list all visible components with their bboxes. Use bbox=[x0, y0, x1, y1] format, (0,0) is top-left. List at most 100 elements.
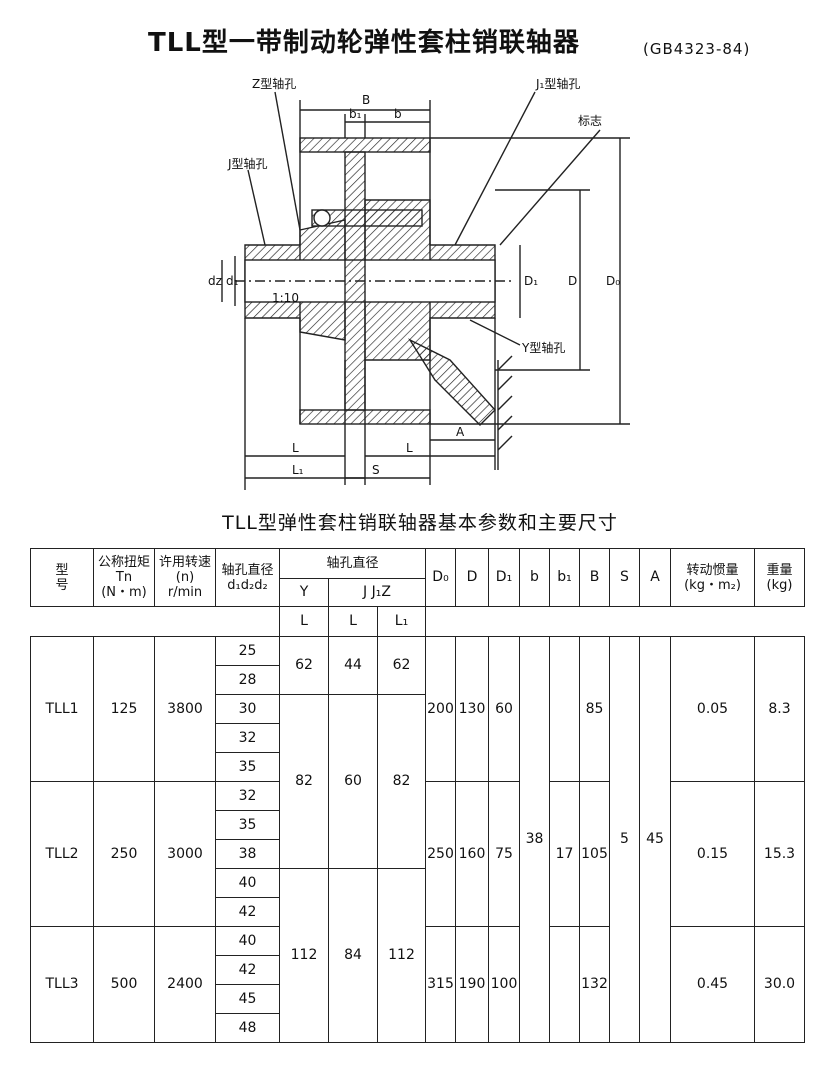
B-cell: 85 bbox=[579, 636, 610, 782]
torque-cell: 125 bbox=[93, 636, 155, 782]
inertia-cell: 0.15 bbox=[670, 781, 755, 927]
dim-d1: d₁ bbox=[226, 274, 239, 288]
diameter-cell: 32 bbox=[215, 723, 280, 753]
speed-cell: 2400 bbox=[154, 926, 216, 1043]
model-cell: TLL3 bbox=[30, 926, 94, 1043]
b-cell: 38 bbox=[519, 636, 550, 1043]
col-L-y: L bbox=[279, 606, 329, 637]
torque-cell: 250 bbox=[93, 781, 155, 927]
b1-cell bbox=[549, 926, 580, 1043]
diameter-cell: 38 bbox=[215, 839, 280, 869]
weight-cell: 8.3 bbox=[754, 636, 805, 782]
col-speed: 许用转速(n)r/min bbox=[154, 548, 216, 607]
dim-L-left: L bbox=[292, 441, 299, 455]
length-l1-cell: 82 bbox=[377, 694, 426, 869]
inertia-cell: 0.45 bbox=[670, 926, 755, 1043]
diameter-cell: 48 bbox=[215, 1013, 280, 1043]
diameter-cell: 40 bbox=[215, 926, 280, 956]
model-cell: TLL1 bbox=[30, 636, 94, 782]
model-cell: TLL2 bbox=[30, 781, 94, 927]
speed-cell: 3800 bbox=[154, 636, 216, 782]
j-bore-label: J型轴孔 bbox=[227, 156, 268, 171]
dim-L-right: L bbox=[406, 441, 413, 455]
diameter-cell: 25 bbox=[215, 636, 280, 666]
diameter-cell: 35 bbox=[215, 810, 280, 840]
length-y-cell: 112 bbox=[279, 868, 329, 1043]
b1-cell: 17 bbox=[549, 781, 580, 927]
mark-label: 标志 bbox=[578, 114, 602, 128]
D0-cell: 200 bbox=[425, 636, 456, 782]
diameter-cell: 35 bbox=[215, 752, 280, 782]
dim-A: A bbox=[456, 425, 465, 439]
col-D1: D₁ bbox=[488, 548, 520, 607]
dim-D0: D₀ bbox=[606, 274, 620, 288]
A-cell: 45 bbox=[639, 636, 671, 1043]
D0-cell: 315 bbox=[425, 926, 456, 1043]
dim-D: D bbox=[568, 274, 577, 288]
diameter-cell: 28 bbox=[215, 665, 280, 695]
col-D0: D₀ bbox=[425, 548, 456, 607]
length-j-cell: 60 bbox=[328, 694, 378, 869]
y-bore-label: Y型轴孔 bbox=[521, 340, 565, 355]
diameter-cell: 40 bbox=[215, 868, 280, 898]
D1-cell: 100 bbox=[488, 926, 520, 1043]
dim-L1: L₁ bbox=[292, 463, 304, 477]
col-D: D bbox=[455, 548, 489, 607]
z-bore-label: Z型轴孔 bbox=[252, 76, 296, 91]
col-L1: L₁ bbox=[377, 606, 426, 637]
diameter-cell: 42 bbox=[215, 955, 280, 985]
table-title: TLL型弹性套柱销联轴器基本参数和主要尺寸 bbox=[222, 512, 618, 534]
col-model: 型 号 bbox=[30, 548, 94, 607]
coupling-drawing: Z型轴孔 J₁型轴孔 标志 J型轴孔 Y型轴孔 B b₁ b D D₀ D₁ d… bbox=[208, 76, 630, 490]
standard-code: (GB4323-84) bbox=[643, 40, 751, 58]
length-y-cell: 82 bbox=[279, 694, 329, 869]
dim-D1: D₁ bbox=[524, 274, 538, 288]
diameter-cell: 30 bbox=[215, 694, 280, 724]
D1-cell: 60 bbox=[488, 636, 520, 782]
D-cell: 190 bbox=[455, 926, 489, 1043]
col-jjz: J J₁Z bbox=[328, 578, 426, 607]
dim-b1: b₁ bbox=[349, 107, 362, 121]
dim-b: b bbox=[394, 107, 402, 121]
col-b: b bbox=[519, 548, 550, 607]
taper-label: 1:10 bbox=[272, 291, 299, 305]
length-l1-cell: 112 bbox=[377, 868, 426, 1043]
inertia-cell: 0.05 bbox=[670, 636, 755, 782]
col-S: S bbox=[609, 548, 640, 607]
weight-cell: 30.0 bbox=[754, 926, 805, 1043]
col-b1: b₁ bbox=[549, 548, 580, 607]
length-j-cell: 84 bbox=[328, 868, 378, 1043]
weight-cell: 15.3 bbox=[754, 781, 805, 927]
speed-cell: 3000 bbox=[154, 781, 216, 927]
length-y-cell: 62 bbox=[279, 636, 329, 695]
D-cell: 160 bbox=[455, 781, 489, 927]
dim-dz: dz bbox=[208, 274, 222, 288]
diameter-cell: 32 bbox=[215, 781, 280, 811]
col-inertia: 转动惯量(kg・m₂) bbox=[670, 548, 755, 607]
j1-bore-label: J₁型轴孔 bbox=[535, 76, 580, 91]
dim-B: B bbox=[362, 93, 370, 107]
col-bore-length: 轴孔直径 bbox=[279, 548, 426, 579]
D-cell: 130 bbox=[455, 636, 489, 782]
B-cell: 105 bbox=[579, 781, 610, 927]
col-B: B bbox=[579, 548, 610, 607]
col-weight: 重量(kg) bbox=[754, 548, 805, 607]
diameter-cell: 42 bbox=[215, 897, 280, 927]
b1-cell bbox=[549, 636, 580, 782]
col-L-j: L bbox=[328, 606, 378, 637]
B-cell: 132 bbox=[579, 926, 610, 1043]
length-j-cell: 44 bbox=[328, 636, 378, 695]
page-title: TLL型一带制动轮弹性套柱销联轴器 bbox=[148, 28, 580, 58]
col-A: A bbox=[639, 548, 671, 607]
dim-S: S bbox=[372, 463, 380, 477]
S-cell: 5 bbox=[609, 636, 640, 1043]
col-y: Y bbox=[279, 578, 329, 607]
torque-cell: 500 bbox=[93, 926, 155, 1043]
D0-cell: 250 bbox=[425, 781, 456, 927]
diameter-cell: 45 bbox=[215, 984, 280, 1014]
length-l1-cell: 62 bbox=[377, 636, 426, 695]
D1-cell: 75 bbox=[488, 781, 520, 927]
